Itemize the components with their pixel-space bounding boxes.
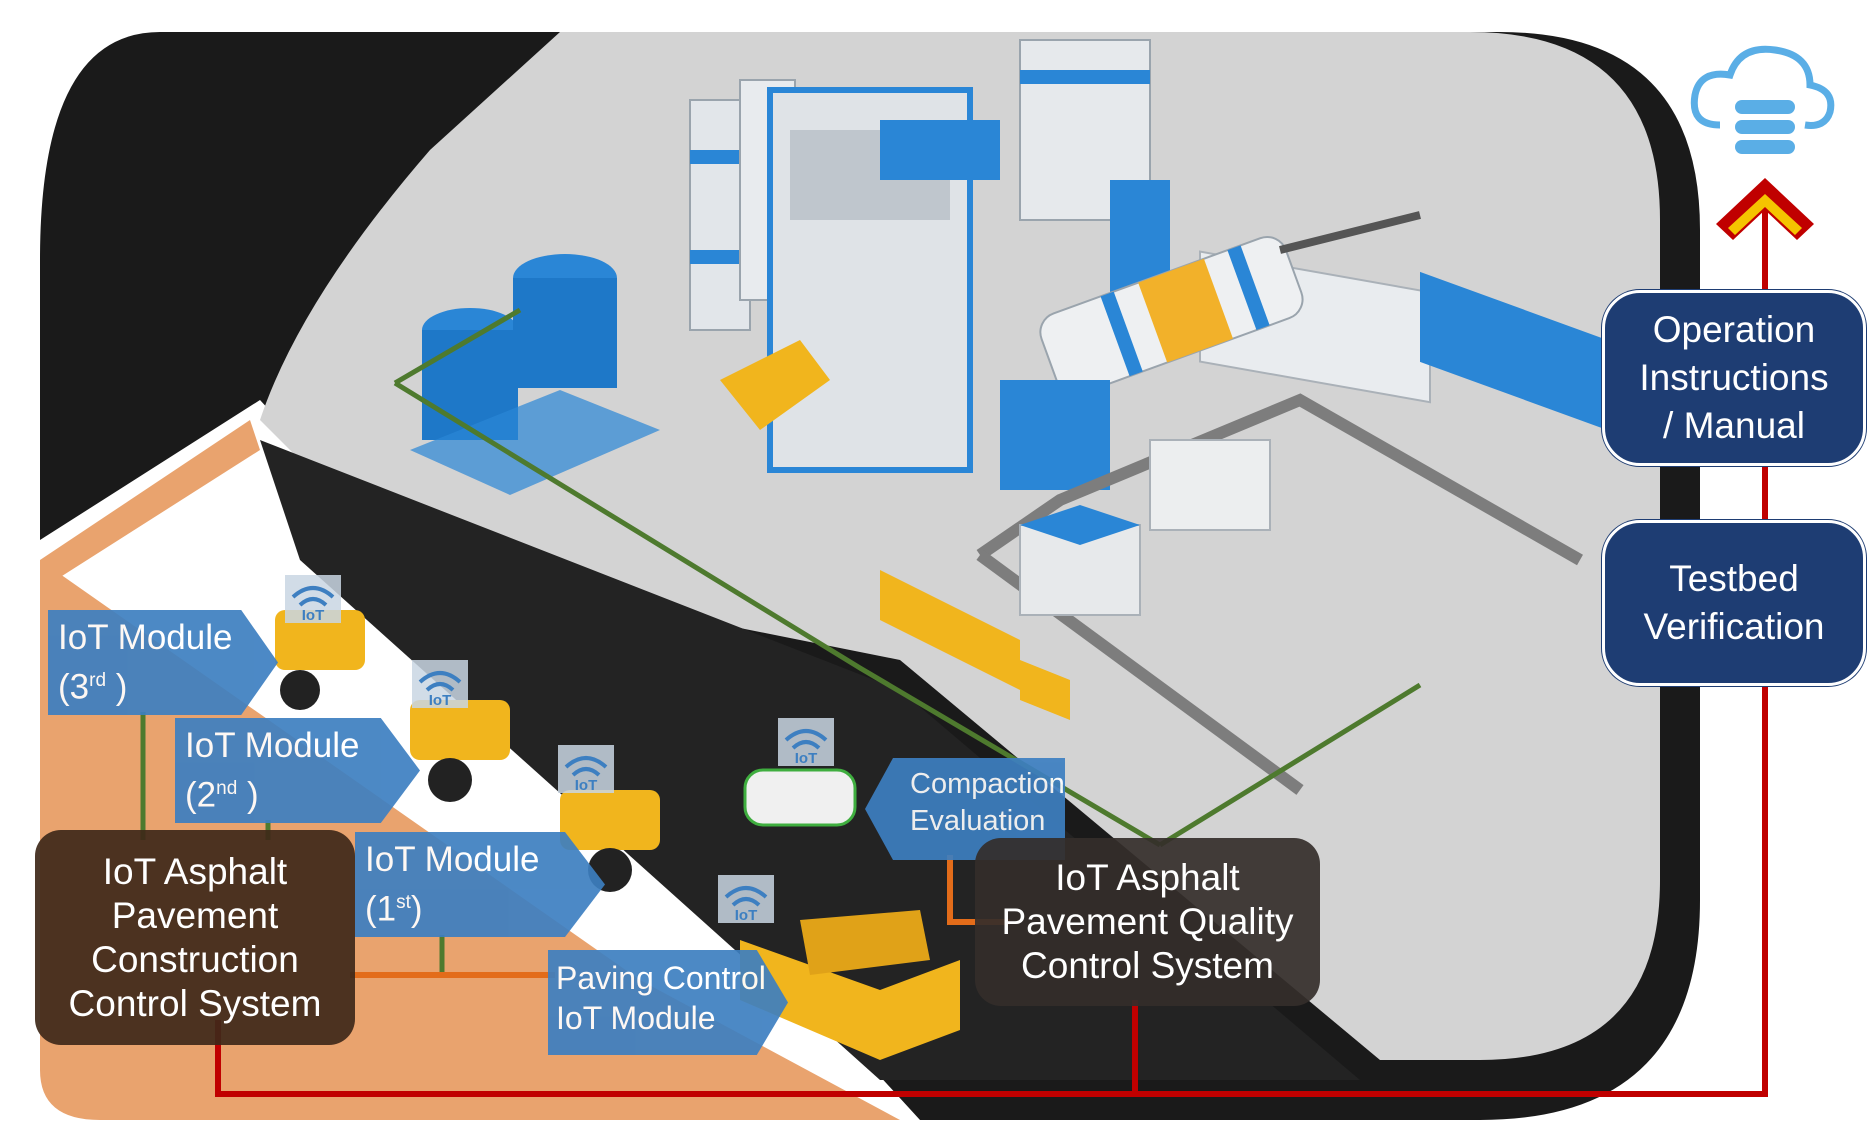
iot-badge-label: IoT: [302, 607, 325, 624]
quality-line2: Pavement Quality: [1001, 901, 1294, 942]
testbed-verification-box: Testbed Verification: [1602, 520, 1866, 686]
operation-line3: / Manual: [1663, 405, 1805, 446]
paving-control-line2: IoT Module: [556, 1000, 716, 1036]
iot-badge-label: IoT: [575, 777, 598, 794]
iot-module-3rd-title: IoT Module: [58, 618, 233, 657]
asphalt-plant: [410, 39, 1620, 795]
construction-line4: Control System: [68, 982, 322, 1024]
wifi-iot-icon: IoT: [778, 718, 834, 767]
testbed-line1: Testbed: [1669, 558, 1799, 599]
operation-line1: Operation: [1652, 309, 1816, 350]
construction-control-system: IoT Asphalt Pavement Construction Contro…: [35, 830, 355, 1045]
iot-module-1st-title: IoT Module: [365, 840, 540, 879]
wifi-iot-icon: IoT: [285, 575, 341, 624]
construction-line2: Pavement: [111, 894, 279, 936]
iot-module-1st-ordinal: (1st): [365, 889, 423, 929]
paving-control-line1: Paving Control: [556, 960, 766, 996]
iot-badge-label: IoT: [429, 692, 452, 709]
compaction-line1: Compaction: [910, 768, 1065, 800]
quality-line3: Control System: [1021, 945, 1274, 986]
iot-module-2nd: IoT Module (2nd ): [175, 718, 420, 823]
construction-line3: Construction: [91, 938, 299, 980]
iot-module-3rd-ordinal: (3rd ): [58, 667, 128, 707]
iot-module-1st: IoT Module (1st): [355, 832, 605, 937]
iot-badge-label: IoT: [795, 750, 818, 767]
compaction-line2: Evaluation: [910, 805, 1046, 837]
upload-arrow-icon: [1716, 178, 1814, 240]
iot-module-3rd: IoT Module (3rd ): [48, 610, 278, 715]
operation-line2: Instructions: [1639, 357, 1829, 398]
quality-line1: IoT Asphalt: [1055, 857, 1240, 898]
construction-line1: IoT Asphalt: [102, 850, 288, 892]
paving-control-module: Paving Control IoT Module: [548, 950, 788, 1055]
road-equipment: [275, 610, 960, 1060]
iot-module-2nd-title: IoT Module: [185, 726, 360, 765]
wifi-iot-icon: IoT: [412, 660, 468, 709]
wifi-iot-icon: IoT: [558, 745, 614, 794]
soil-strip: [40, 420, 260, 590]
iot-badge-label: IoT: [735, 907, 758, 924]
wifi-iot-icon: IoT: [718, 875, 774, 924]
operation-instructions-box: Operation Instructions / Manual: [1602, 290, 1866, 466]
testbed-line2: Verification: [1643, 606, 1825, 647]
iot-module-2nd-ordinal: (2nd ): [185, 775, 259, 815]
quality-control-system: IoT Asphalt Pavement Quality Control Sys…: [975, 838, 1320, 1006]
cloud-server-icon: [1690, 45, 1835, 154]
